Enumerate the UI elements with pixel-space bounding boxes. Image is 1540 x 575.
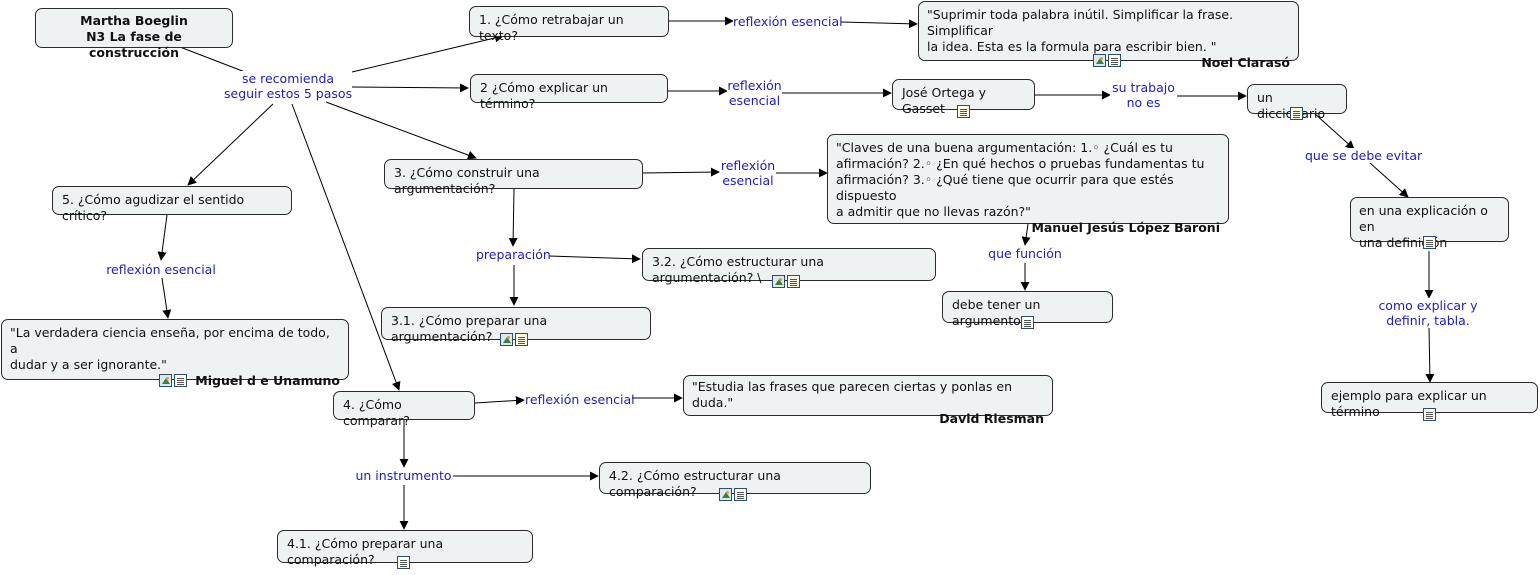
node-icons: [1290, 107, 1303, 120]
document-icon[interactable]: [397, 556, 410, 569]
node-q5[interactable]: 5. ¿Cómo agudizar el sentido crítico?: [52, 186, 292, 223]
node-q5-text: 5. ¿Cómo agudizar el sentido crítico?: [62, 192, 249, 223]
root-node[interactable]: Martha Boeglin N3 La fase de construcció…: [35, 8, 233, 60]
node-quote-baroni[interactable]: "Claves de una buena argumentación: 1.◦ …: [827, 134, 1229, 235]
document-icon[interactable]: [957, 105, 970, 118]
quote-text: "Claves de una buena argumentación: 1.◦ …: [836, 140, 1205, 219]
quote-text: "La verdadera ciencia enseña, por encima…: [10, 325, 330, 372]
link-label-reflexion: reflexión esencial: [733, 14, 843, 29]
node-icons: [1021, 316, 1034, 329]
image-icon[interactable]: [159, 374, 172, 387]
node-q42-text: 4.2. ¿Cómo estructurar una comparación?: [609, 468, 785, 499]
quote-text: "Suprimir toda palabra inútil. Simplific…: [927, 7, 1234, 54]
document-icon[interactable]: [787, 275, 800, 288]
document-icon[interactable]: [1423, 236, 1436, 249]
node-q42[interactable]: 4.2. ¿Cómo estructurar una comparación?: [599, 462, 871, 499]
link-label-instrumento: un instrumento: [354, 468, 453, 483]
node-icons: [1423, 408, 1436, 421]
document-icon[interactable]: [1423, 408, 1436, 421]
node-q1[interactable]: 1. ¿Cómo retrabajar un texto?: [469, 6, 669, 43]
document-icon[interactable]: [174, 374, 187, 387]
node-quote-unamuno[interactable]: "La verdadera ciencia enseña, por encima…: [1, 319, 349, 388]
node-icons: [500, 333, 528, 346]
node-q2[interactable]: 2 ¿Cómo explicar un término?: [470, 74, 668, 111]
node-ortega[interactable]: José Ortega y Gasset: [892, 79, 1035, 116]
link-label-reflexion: reflexión esencial: [106, 262, 216, 277]
image-icon[interactable]: [719, 488, 732, 501]
document-icon[interactable]: [1108, 54, 1121, 67]
node-q2-text: 2 ¿Cómo explicar un término?: [480, 80, 612, 111]
node-icons: [719, 488, 747, 501]
quote-author: Miguel d e Unamuno: [195, 373, 340, 388]
node-ejemplo-text: ejemplo para explicar un término: [1331, 388, 1491, 419]
node-ortega-text: José Ortega y Gasset: [902, 85, 991, 116]
node-q32-text: 3.2. ¿Cómo estructurar una argumentación…: [652, 254, 828, 285]
node-icons: [397, 556, 410, 569]
link-label-evitar: que se debe evitar: [1305, 148, 1423, 163]
link-label-reflexion: reflexión esencial: [727, 78, 782, 108]
root-title: N3 La fase de construcción: [86, 29, 187, 60]
document-icon[interactable]: [734, 488, 747, 501]
link-label-recomienda: se recomienda seguir estos 5 pasos: [224, 71, 353, 101]
link-label-funcion: que función: [988, 246, 1062, 261]
node-q41-text: 4.1. ¿Cómo preparar una comparación?: [287, 536, 448, 567]
node-quote-clarasó[interactable]: "Suprimir toda palabra inútil. Simplific…: [918, 1, 1299, 70]
node-icons: [957, 105, 970, 118]
link-label-trabajo: su trabajo no es: [1110, 80, 1177, 110]
link-label-como-explicar: como explicar y definir, tabla.: [1378, 298, 1478, 328]
node-explicacion-text: en una explicación o en una definición: [1359, 203, 1488, 250]
link-label-reflexion: reflexión esencial: [525, 392, 635, 407]
node-quote-riesman[interactable]: "Estudia las frases que parecen ciertas …: [683, 375, 1053, 426]
node-icons: [1423, 236, 1436, 249]
node-q3-text: 3. ¿Cómo construir una argumentación?: [394, 165, 544, 196]
node-argumento-text: debe tener un argumento: [952, 297, 1045, 328]
node-q3[interactable]: 3. ¿Cómo construir una argumentación?: [384, 159, 643, 196]
node-icons: [772, 275, 800, 288]
node-q31-text: 3.1. ¿Cómo preparar una argumentación?: [391, 313, 552, 344]
link-label-preparacion: preparación: [476, 247, 551, 262]
node-q31[interactable]: 3.1. ¿Cómo preparar una argumentación?: [381, 307, 651, 344]
root-author: Martha Boeglin: [80, 13, 188, 28]
quote-text: "Estudia las frases que parecen ciertas …: [692, 379, 1016, 410]
node-explicacion[interactable]: en una explicación o en una definición: [1350, 197, 1509, 250]
node-icons: [159, 374, 187, 387]
document-icon[interactable]: [515, 333, 528, 346]
image-icon[interactable]: [500, 333, 513, 346]
node-q4-text: 4. ¿Cómo comparar?: [343, 397, 410, 428]
document-icon[interactable]: [1290, 107, 1303, 120]
document-icon[interactable]: [1021, 316, 1034, 329]
node-q1-text: 1. ¿Cómo retrabajar un texto?: [479, 12, 628, 43]
image-icon[interactable]: [1093, 54, 1106, 67]
link-label-reflexion: reflexión esencial: [720, 158, 776, 188]
quote-author: David Riesman: [939, 411, 1044, 426]
node-q4[interactable]: 4. ¿Cómo comparar?: [333, 391, 475, 428]
node-icons: [1093, 54, 1121, 67]
node-ejemplo[interactable]: ejemplo para explicar un término: [1321, 382, 1538, 419]
quote-author: Manuel Jesús López Baroni: [1031, 220, 1220, 235]
image-icon[interactable]: [772, 275, 785, 288]
quote-author: Noel Clarasó: [1201, 55, 1290, 70]
